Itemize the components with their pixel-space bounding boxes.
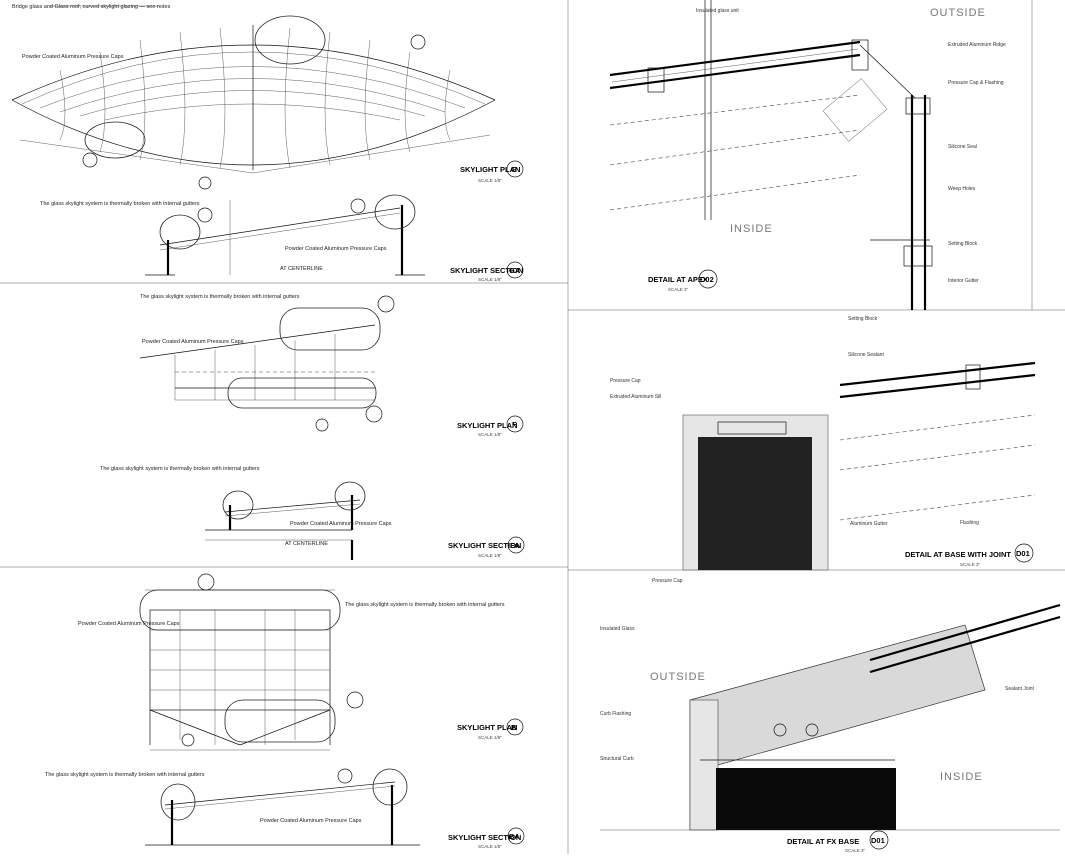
base-joint-title: DETAIL AT BASE WITH JOINT [905, 550, 1011, 559]
fixed-base-inside-label: INSIDE [940, 771, 983, 783]
panel-skylight-section-fa: The glass skylight system is thermally b… [100, 466, 525, 560]
panel-fa-tag: FA [510, 541, 520, 550]
fixed-base-tag: D01 [871, 836, 885, 845]
apex-callout-3: Pressure Cap & Flashing [948, 80, 1004, 86]
fixed-base-scale: SCALE 3" [845, 848, 866, 853]
panel-ba-title: SKYLIGHT SECTION [448, 833, 521, 842]
base-callout-2: Extruded Aluminum Sill [610, 394, 661, 400]
apex-callout-4: Silicone Seal [948, 144, 977, 150]
panel-fa-label3: AT CENTERLINE [285, 541, 328, 547]
apex-scale: SCALE 3" [668, 287, 689, 292]
panel-g-label: Powder Coated Aluminum Pressure Caps [22, 54, 124, 60]
panel-ba-note: The glass skylight system is thermally b… [45, 772, 205, 778]
panel-f-tag: F [512, 420, 517, 429]
panel-fa-label: Powder Coated Aluminum Pressure Caps [290, 521, 392, 527]
panel-f-note: The glass skylight system is thermally b… [140, 294, 300, 300]
concrete-curb [716, 768, 896, 830]
apex-inside-label: INSIDE [730, 223, 773, 235]
base-callout-3: Setting Block [848, 316, 878, 322]
panel-skylight-section-ba: The glass skylight system is thermally b… [45, 768, 525, 849]
panel-skylight-plan-f: The glass skylight system is thermally b… [139, 294, 524, 437]
apex-callout-1: Insulated glass unit [696, 8, 739, 14]
panel-fa-scale: SCALE 1/8" [478, 553, 502, 558]
panel-ga-title: SKYLIGHT SECTION [450, 266, 523, 275]
fixed-base-callout-5: Sealant Joint [1005, 686, 1035, 692]
panel-b-note: The glass skylight system is thermally b… [345, 602, 505, 608]
panel-ga-tag: GA [509, 266, 521, 275]
detail-base-joint-d01: Pressure Cap Extruded Aluminum Sill Sett… [610, 316, 1036, 571]
panel-b-title: SKYLIGHT PLAN [457, 723, 517, 732]
detail-fixed-base-d01: OUTSIDE INSIDE Pressure Cap Insulated Gl… [600, 578, 1061, 853]
apex-callout-7: Interior Gutter [948, 278, 979, 284]
panel-ba-scale: SCALE 1/8" [478, 844, 502, 849]
panel-fa-title: SKYLIGHT SECTION [448, 541, 521, 550]
fixed-base-title: DETAIL AT FX BASE [787, 837, 859, 846]
panel-b-tag: B [511, 723, 517, 732]
panel-f-scale: SCALE 1/8" [478, 432, 502, 437]
fixed-base-callout-1: Pressure Cap [652, 578, 683, 584]
fixed-base-callout-4: Structural Curb [600, 756, 634, 762]
base-callout-1: Pressure Cap [610, 378, 641, 384]
base-callout-4: Silicone Sealant [848, 352, 884, 358]
detail-apex-d02: OUTSIDE INSIDE Insulated glass unit Extr… [609, 0, 1006, 310]
panel-g-note: Bridge glass and Glass roof, curved skyl… [12, 4, 171, 10]
panel-skylight-plan-b: Powder Coated Aluminum Pressure Caps The… [78, 573, 524, 751]
panel-ga-label3: AT CENTERLINE [280, 266, 323, 272]
panel-skylight-plan-g: Bridge glass and Glass roof, curved skyl… [11, 4, 524, 190]
panel-ga-label: Powder Coated Aluminum Pressure Caps [285, 246, 387, 252]
panel-ba-label: Powder Coated Aluminum Pressure Caps [260, 818, 362, 824]
panel-ba-tag: BA [509, 832, 520, 841]
panel-fa-note: The glass skylight system is thermally b… [100, 466, 260, 472]
fixed-base-callout-3: Curb Flashing [600, 711, 631, 717]
apex-callout-2: Extruded Aluminum Ridge [948, 42, 1006, 48]
panel-g-tag: G [511, 165, 517, 174]
panel-f-title: SKYLIGHT PLAN [457, 421, 517, 430]
fixed-base-callout-2: Insulated Glass [600, 626, 635, 632]
fixed-base-outside-label: OUTSIDE [650, 671, 706, 683]
panel-b-scale: SCALE 1/8" [478, 735, 502, 740]
apex-callout-5: Weep Holes [948, 186, 976, 192]
structural-beam [698, 437, 812, 570]
apex-outside-label: OUTSIDE [930, 7, 986, 19]
panel-ga-scale: SCALE 1/8" [478, 277, 502, 282]
panel-skylight-section-ga: The glass skylight system is thermally b… [40, 194, 524, 282]
base-joint-scale: SCALE 3" [960, 562, 981, 567]
apex-callout-6: Setting Block [948, 241, 978, 247]
panel-f-label: Powder Coated Aluminum Pressure Caps [142, 339, 244, 345]
panel-g-scale: SCALE 1/8" [478, 178, 502, 183]
base-callout-5: Aluminum Gutter [850, 521, 888, 527]
panel-ga-note: The glass skylight system is thermally b… [40, 201, 200, 207]
panel-b-label: Powder Coated Aluminum Pressure Caps [78, 621, 180, 627]
base-callout-6: Flashing [960, 520, 979, 526]
panel-g-title: SKYLIGHT PLAN [460, 165, 520, 174]
apex-tag: D02 [700, 275, 714, 284]
apex-title: DETAIL AT APEX [648, 275, 708, 284]
base-joint-tag: D01 [1016, 549, 1030, 558]
